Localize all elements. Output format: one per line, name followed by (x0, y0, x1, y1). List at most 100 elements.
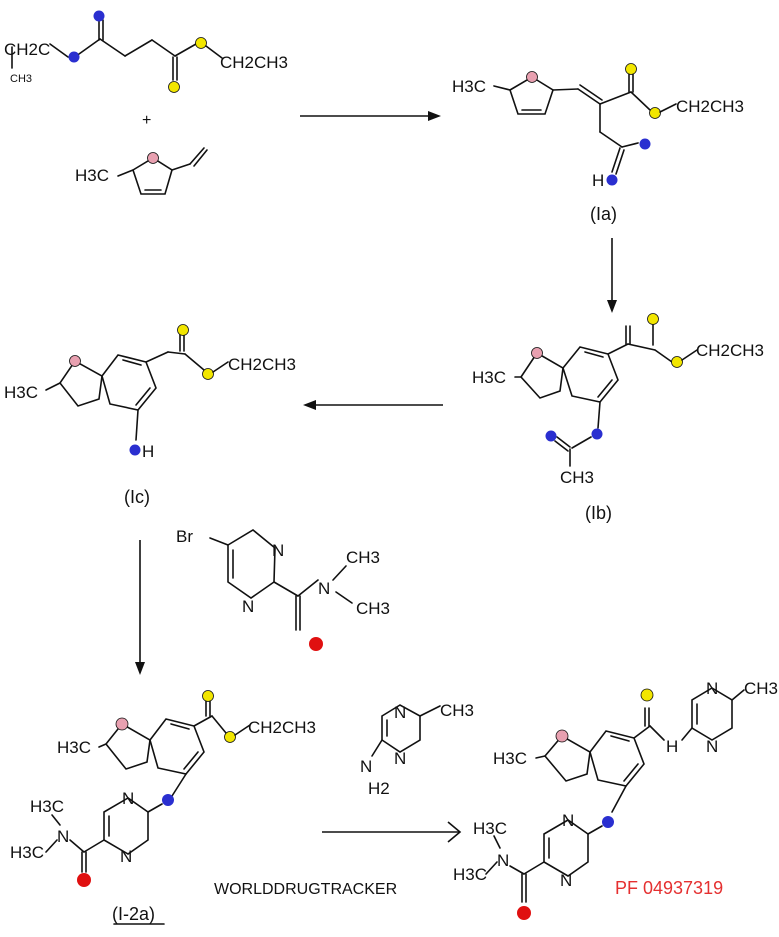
pyrazine-n-amine: N (360, 757, 372, 776)
oxygen-dot (671, 356, 683, 368)
bond (45, 382, 61, 391)
oxygen-dot (168, 81, 180, 93)
benzene-ring (562, 346, 619, 403)
arrow-head (135, 662, 145, 675)
red-oxygen-dot (309, 637, 323, 651)
I2a-methyl: H3C (57, 738, 91, 757)
reactant-aldehyde: H3C (75, 147, 208, 195)
bond (145, 351, 169, 363)
product-nme-1: H3C (473, 819, 507, 838)
bond (151, 39, 176, 57)
product-amide-n: N (497, 851, 509, 870)
benzene-ring (589, 730, 645, 787)
bond (659, 103, 677, 113)
bond (584, 351, 604, 358)
nitrogen-dot (545, 430, 557, 442)
bond (193, 715, 213, 727)
arrow-head (607, 300, 617, 313)
bond (122, 359, 142, 366)
bond (681, 727, 693, 741)
aldehyde-methyl: H3C (75, 166, 109, 185)
bond (83, 839, 105, 853)
reagent-aminopyrazine: N N CH3 N H2 (360, 701, 474, 798)
bond (147, 803, 163, 813)
bond (621, 142, 639, 148)
benzene-ring (101, 354, 157, 411)
I2a-chain: CH2CH3 (248, 718, 316, 737)
bond (170, 723, 190, 730)
oxygen-dot (647, 313, 659, 325)
product-pyr-n2: N (706, 737, 718, 756)
product-PF-04937319: H3C H N N CH3 N N N H3C H3C (453, 679, 778, 920)
bond (332, 565, 347, 581)
ester-right-chain: CH2CH3 (220, 53, 288, 72)
furan-ring (59, 359, 103, 407)
bond (69, 839, 85, 853)
bond (633, 725, 651, 739)
nitrogen-dot (129, 444, 141, 456)
pyrimidine-ring (227, 529, 276, 599)
Ic-oh: H (142, 442, 154, 461)
bond (610, 735, 630, 742)
Ib-chain: CH2CH3 (696, 341, 764, 360)
plus-sign: + (142, 112, 151, 129)
oxygen-dot (177, 324, 189, 336)
Ib-methyl: H3C (472, 368, 506, 387)
ring-oxygen-dot (147, 152, 159, 164)
reagent-bromopyrimidine: Br N N N CH3 CH3 (176, 527, 390, 651)
furan-ring (104, 722, 151, 770)
compound-label-I2a: (I-2a) (112, 904, 155, 924)
bond (611, 785, 627, 813)
oxygen-dot (202, 368, 214, 380)
bond (493, 85, 511, 91)
ester-left-chain: CH2C (4, 40, 50, 59)
reagent-n: N (272, 541, 284, 560)
pyrazine-nh2: H2 (368, 779, 390, 798)
bond (485, 861, 498, 875)
ring-oxygen-dot (526, 71, 538, 83)
bond (615, 149, 625, 175)
oxygen-dot (649, 107, 661, 119)
ring-oxygen-dot (531, 347, 543, 359)
bond (607, 343, 629, 355)
bond (623, 763, 639, 782)
ring-oxygen-dot (555, 729, 569, 743)
bond (78, 38, 101, 55)
I2a-amide-n: N (57, 827, 69, 846)
bond (183, 751, 199, 770)
bond (171, 773, 187, 797)
nitrogen-dot (602, 816, 614, 828)
bond (45, 839, 58, 853)
furan-ring (519, 351, 564, 399)
Ic-methyl: H3C (4, 383, 38, 402)
reagent-ch3-b: CH3 (356, 599, 390, 618)
compound-label-Ib: (Ib) (585, 503, 612, 523)
bond (193, 149, 208, 167)
product-nh: H (666, 737, 678, 756)
arrow-head (428, 111, 441, 121)
Ia-methyl: H3C (452, 77, 486, 96)
bond (171, 163, 191, 171)
bond (167, 351, 186, 355)
bond (189, 147, 205, 165)
bond (611, 147, 621, 173)
bond (577, 88, 601, 105)
bond (556, 436, 571, 448)
bond (587, 825, 603, 835)
pyrazine-n2: N (394, 749, 406, 768)
nitrogen-dot (162, 794, 174, 806)
bond (174, 43, 197, 57)
product-name: PF 04937319 (615, 878, 723, 898)
bond (552, 88, 579, 91)
bond (124, 39, 153, 57)
bond (371, 739, 383, 757)
furan-ring (543, 734, 591, 782)
product-nme-2: H3C (453, 865, 487, 884)
product-pyr-n1: N (706, 679, 718, 698)
bond (49, 43, 69, 58)
bond (731, 689, 745, 701)
bond (597, 401, 601, 429)
reagent-amide-n: N (318, 579, 330, 598)
bond (597, 379, 613, 398)
